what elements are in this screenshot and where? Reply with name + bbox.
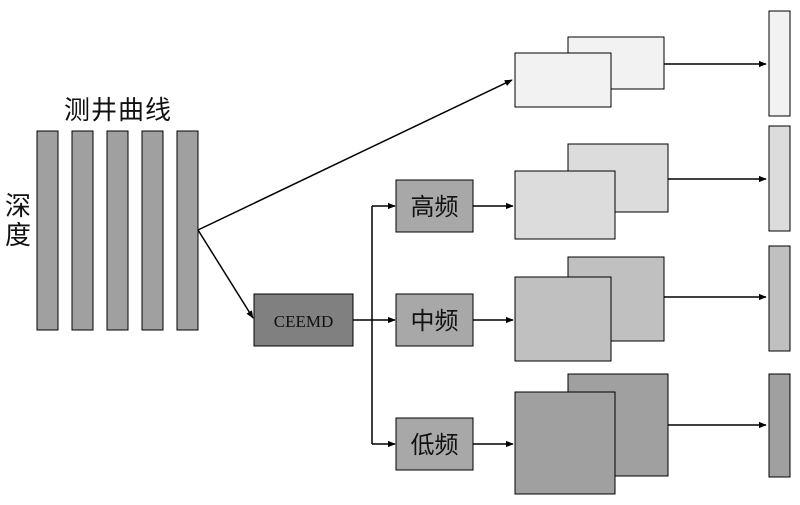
output-bar-1 bbox=[768, 10, 791, 117]
feature-stack-low bbox=[514, 373, 669, 495]
curve-bar bbox=[141, 130, 164, 331]
depth-label-char-1: 深 bbox=[5, 192, 31, 222]
well-log-curves bbox=[36, 130, 199, 331]
curve-bar bbox=[36, 130, 59, 331]
output-bar-2 bbox=[768, 125, 791, 232]
output-bar-3 bbox=[768, 245, 791, 352]
arrow-to-original bbox=[197, 79, 513, 231]
curve-bar bbox=[106, 130, 129, 331]
depth-label-char-2: 度 bbox=[5, 221, 31, 251]
low-freq-label: 低频 bbox=[411, 431, 459, 459]
curves-title: 测井曲线 bbox=[64, 96, 172, 126]
feature-stack-high bbox=[514, 143, 669, 240]
mid-freq-label: 中频 bbox=[411, 307, 459, 335]
feature-map-front bbox=[514, 170, 616, 240]
feature-map-front bbox=[514, 276, 612, 362]
feature-stack-mid bbox=[514, 256, 665, 362]
high-freq-label: 高频 bbox=[411, 193, 459, 221]
arrow-to-ceemd bbox=[197, 229, 254, 319]
feature-map-front bbox=[514, 391, 616, 495]
curve-bar bbox=[71, 130, 94, 331]
ceemd-label: CEEMD bbox=[274, 312, 334, 331]
feature-map-front bbox=[514, 52, 612, 108]
curve-bar bbox=[176, 130, 199, 331]
low-freq-box bbox=[395, 417, 474, 471]
feature-stack-original bbox=[514, 36, 665, 108]
output-bar-4 bbox=[768, 373, 791, 478]
